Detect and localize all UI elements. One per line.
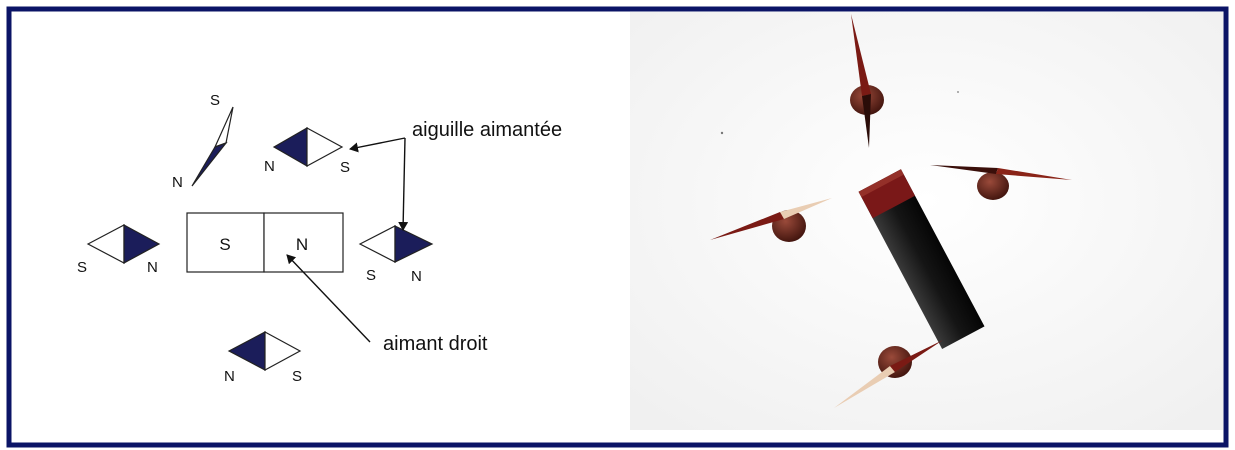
arrow-to-right-needle [398, 137, 409, 231]
needle-left-south: S [77, 259, 87, 276]
bar-magnet: S N [186, 212, 344, 273]
photo-compass-right [930, 165, 1072, 200]
magnet-north-label: N [296, 235, 308, 254]
needle-top-middle-north: N [264, 158, 275, 175]
needle-bottom-south: S [292, 368, 302, 385]
needle-right-north: N [411, 268, 422, 285]
needle-right-south: S [366, 267, 376, 284]
arrow-to-top-needle [349, 137, 406, 153]
needle-top-left-north: N [172, 174, 183, 191]
needle-left-north: N [147, 259, 158, 276]
arrow-to-magnet [286, 254, 371, 343]
label-aiguille-aimantee: aiguille aimantée [412, 119, 562, 141]
needle-bottom: N S [224, 330, 302, 385]
annotation-arrows [286, 137, 409, 343]
needle-top-left: S N [172, 92, 234, 191]
label-aimant-droit: aimant droit [383, 333, 488, 355]
needle-right: S N [358, 225, 434, 285]
magnet-south-half [186, 212, 265, 273]
needle-bottom-north: N [224, 368, 235, 385]
photo-compass-left [710, 198, 832, 242]
magnet-north-half [263, 212, 344, 273]
magnet-south-label: S [219, 235, 230, 254]
photo-compass-top [850, 14, 884, 148]
photo-panel [630, 12, 1223, 430]
needle-top-middle: N S [264, 126, 350, 176]
needle-top-left-south: S [210, 92, 220, 109]
photo-compass-bottom [834, 340, 943, 408]
photo-bar-magnet [858, 169, 985, 349]
schematic-diagram: S N S N N S S N S N [77, 92, 562, 385]
needle-top-middle-south: S [340, 159, 350, 176]
needle-left: S N [77, 223, 161, 276]
photo-magnet-red-end [858, 169, 916, 219]
